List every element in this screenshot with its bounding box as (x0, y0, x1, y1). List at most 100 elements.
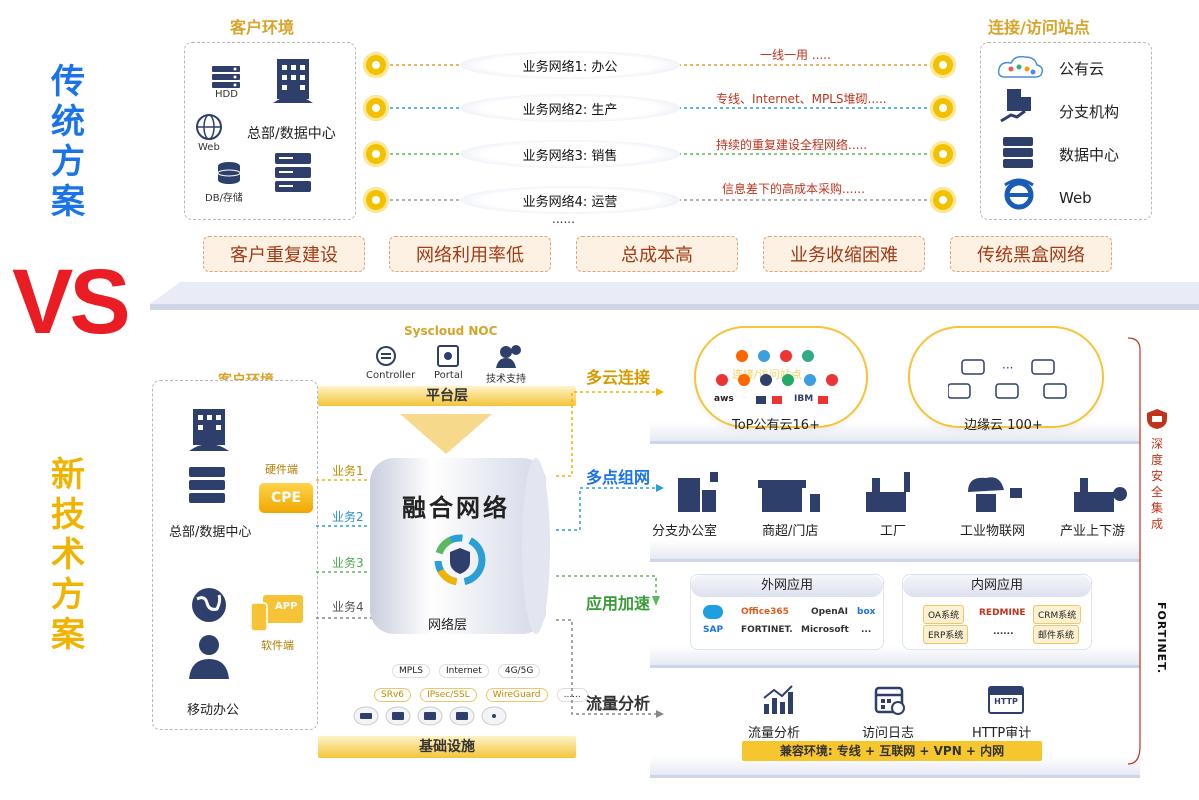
database-icon (215, 161, 243, 187)
site-factory: 工厂 (880, 524, 907, 539)
network-desc-2: 专线、Internet、MPLS堆砌..... (716, 92, 887, 106)
calendar-icon (874, 684, 906, 716)
infra-tag: Internet (439, 664, 489, 678)
service-3: 业务3 (332, 556, 364, 570)
apps-platform (650, 646, 1140, 668)
network-desc-1: 一线一用 ..... (760, 48, 831, 62)
top-customer-env-box: HDD Web DB/存储 总部/数据中心 (184, 42, 356, 220)
category-multipoint: 多点组网 (586, 468, 651, 487)
traditional-label: 传 统 方 案 (51, 62, 85, 222)
building-icon (271, 57, 315, 105)
right-bracket (1124, 336, 1146, 766)
cpe-badge: CPE (259, 483, 313, 513)
network-label-3: 业务网络3: 销售 (460, 140, 680, 168)
infra-tag: SRv6 (374, 688, 412, 702)
access-sites-box: 公有云 分支机构 数据中心 Web (980, 42, 1152, 220)
shield-ring-icon (432, 532, 488, 588)
sites-platform (650, 540, 1140, 562)
internal-apps-panel: 内网应用 OA系统 REDMINE CRM系统 ERP系统 ...... 邮件系… (902, 574, 1092, 650)
support-icon (496, 344, 522, 368)
mobile-globe-icon (189, 585, 229, 625)
network-ellipsis: ...... (552, 212, 575, 226)
platform-layer-bar: 平台层 (318, 386, 576, 406)
problem-pill-3: 总成本高 (576, 236, 738, 272)
edge-server-icons: ··· (947, 356, 1068, 402)
infra-tag: IPsec/SSL (420, 688, 477, 702)
infra-tags: MPLS Internet 4G/5G SRv6 IPsec/SSL WireG… (353, 654, 588, 730)
hub-left-4 (363, 187, 389, 213)
category-connectors (556, 380, 666, 720)
problem-pill-4: 业务收缩困难 (763, 236, 925, 272)
site-iiot: 工业物联网 (960, 524, 1026, 539)
service-2: 业务2 (332, 510, 364, 524)
hub-right-3 (930, 141, 956, 167)
service-4: 业务4 (332, 600, 364, 614)
bottom-customer-env-box: 总部/数据中心 硬件端 CPE 移动办公 APP 软件端 (152, 380, 318, 730)
network-layer-label: 网络层 (428, 618, 468, 633)
globe-icon (195, 113, 223, 141)
infra-device-icons (352, 706, 552, 726)
branch-icon (999, 87, 1035, 123)
problem-pill-5: 传统黑盒网络 (950, 236, 1112, 272)
security-label: 深 度 安 全 集 成 (1150, 437, 1163, 531)
public-cloud: 连接/访问站点 aws IBM ToP公有云16+ (694, 326, 868, 433)
hub-right-2 (930, 95, 956, 121)
top-hq-label: 总部/数据中心 (247, 126, 336, 142)
infra-tag: MPLS (392, 664, 430, 678)
cloud-icon (995, 53, 1045, 81)
hub-right-4 (930, 187, 956, 213)
app-device-icon: APP (249, 591, 305, 635)
category-accel: 应用加速 (586, 594, 651, 613)
public-cloud-label: ToP公有云16+ (732, 418, 820, 433)
site-icons (650, 468, 1140, 518)
top-platform (150, 276, 1199, 310)
problem-pill-1: 客户重复建设 (203, 236, 365, 272)
fortinet-brand: FORTINET. (1155, 602, 1168, 675)
server-icon (273, 151, 313, 195)
service-lines (316, 470, 376, 630)
ie-icon (1003, 177, 1035, 211)
hub-right-1 (930, 52, 956, 78)
noc-title: Syscloud NOC (404, 324, 498, 338)
bottom-hq-label: 总部/数据中心 (169, 525, 252, 540)
network-label-4: 业务网络4: 运营 (460, 186, 680, 214)
person-icon (187, 633, 231, 681)
analysis-traffic: 流量分析 (748, 726, 801, 741)
site-supply-chain: 产业上下游 (1060, 524, 1126, 539)
fusion-cylinder: 融合网络 网络层 (360, 454, 556, 640)
compat-bar: 兼容环境: 专线 + 互联网 + VPN + 内网 (742, 741, 1042, 761)
newtech-label: 新 技 术 方 案 (51, 455, 85, 655)
network-label-2: 业务网络2: 生产 (460, 94, 680, 122)
bottom-building-icon (187, 407, 231, 453)
problem-pill-2: 网络利用率低 (389, 236, 551, 272)
salesforce-icon (703, 605, 723, 619)
site-branch: 分支办公室 (652, 524, 718, 539)
top-customer-env-title: 客户环境 (230, 18, 295, 37)
category-multicloud: 多云连接 (586, 368, 651, 387)
hdd-icon (211, 65, 241, 89)
site-store: 商超/门店 (762, 524, 819, 539)
analysis-log: 访问日志 (862, 726, 915, 741)
service-1: 业务1 (332, 464, 364, 478)
network-desc-3: 持续的重复建设全程网络..... (716, 138, 868, 152)
mobile-office-label: 移动办公 (187, 703, 240, 718)
category-traffic: 流量分析 (586, 694, 651, 713)
analysis-http: HTTP审计 (972, 726, 1032, 741)
hub-left-3 (363, 141, 389, 167)
network-desc-4: 信息差下的高成本采购...... (722, 182, 865, 196)
datacenter-icon (1001, 135, 1035, 171)
cloud-logos: aws IBM (712, 346, 852, 406)
hub-left-2 (363, 95, 389, 121)
vs-label: VS (12, 251, 131, 353)
bottom-server-icon (187, 465, 227, 505)
external-apps-panel: 外网应用 Office365 OpenAI box SAP FORTINET. … (690, 574, 884, 650)
fusion-title: 融合网络 (402, 494, 510, 522)
edge-cloud: ··· 边缘云 100+ (908, 326, 1104, 433)
access-sites-title: 连接/访问站点 (988, 18, 1090, 37)
network-label-1: 业务网络1: 办公 (460, 51, 680, 79)
svg-text:···: ··· (1002, 361, 1013, 375)
down-arrow-icon (400, 414, 492, 454)
security-shield-icon (1146, 408, 1168, 430)
hub-left-1 (363, 52, 389, 78)
portal-icon (436, 344, 460, 368)
